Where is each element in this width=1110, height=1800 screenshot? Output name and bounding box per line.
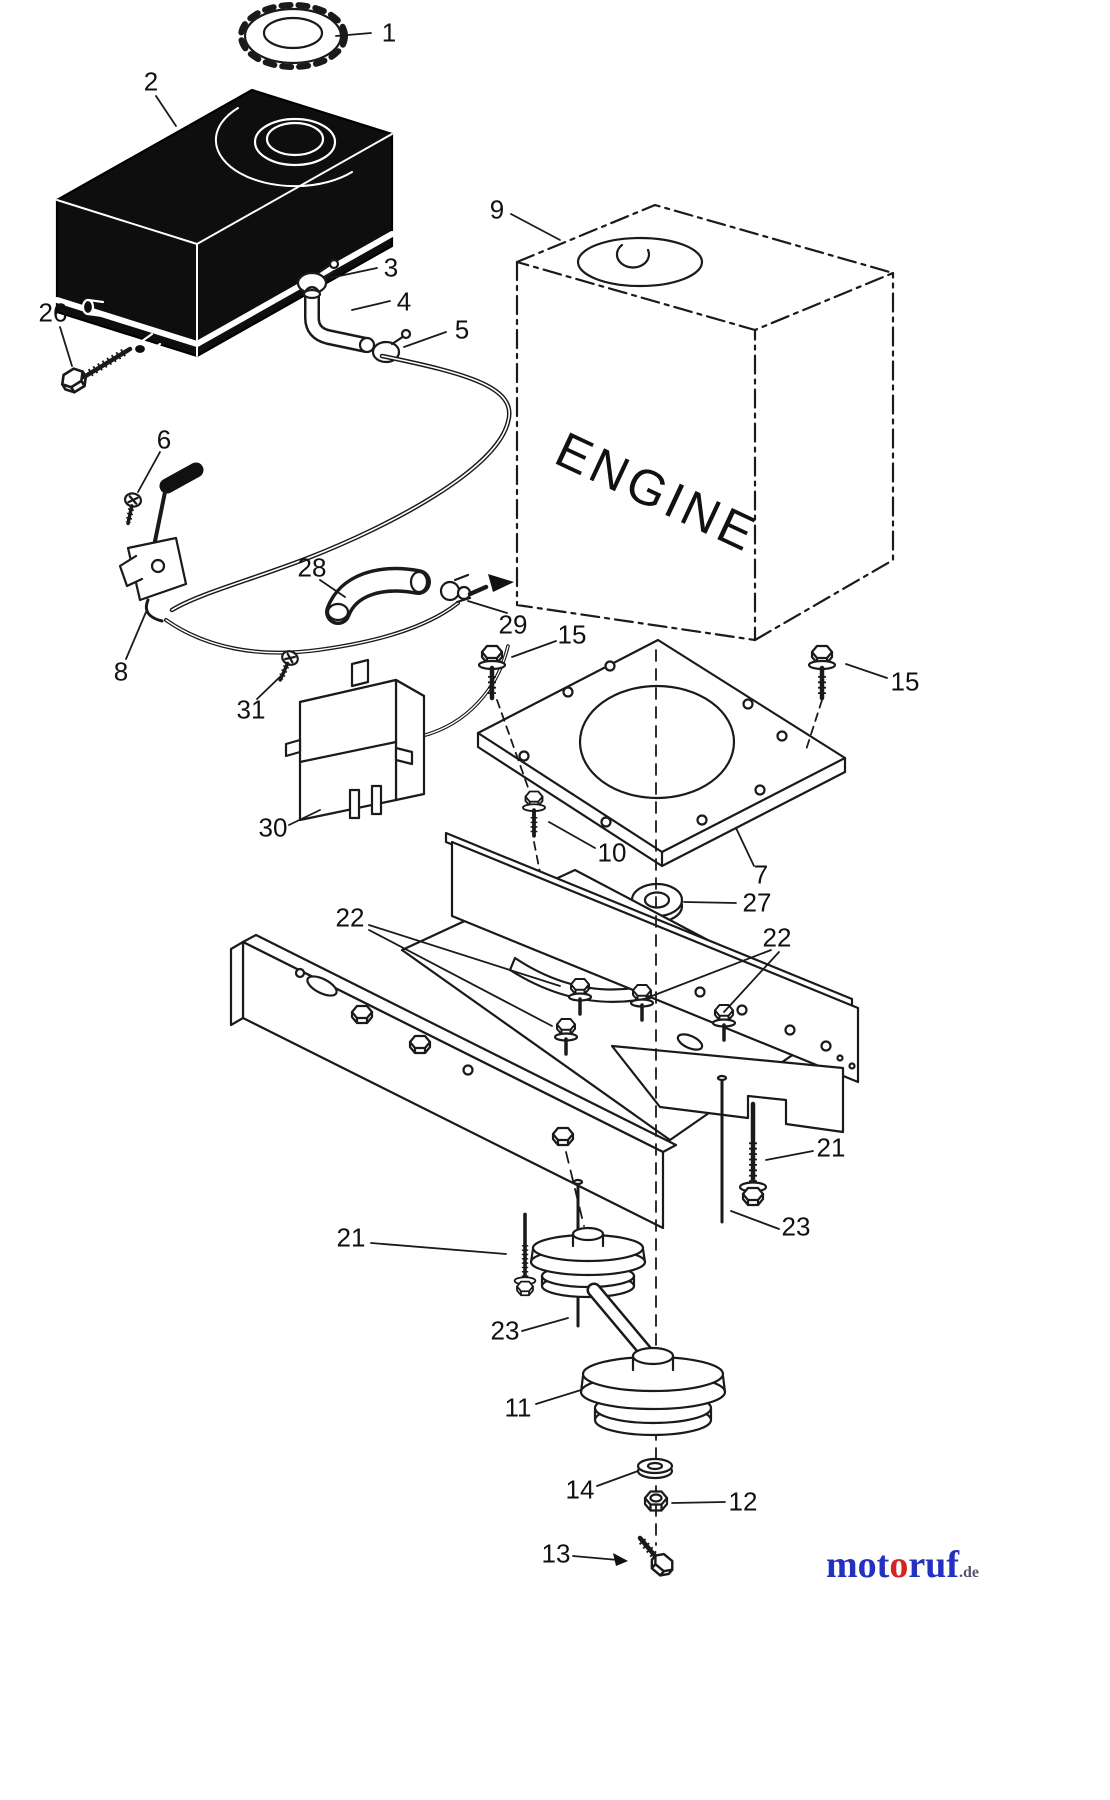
watermark-text: .de [958, 1564, 979, 1581]
part-number-callout: 4 [396, 286, 412, 317]
leader-arrow-icon [613, 1553, 628, 1566]
control-bracket [273, 649, 426, 822]
fuel-hose-assembly [296, 258, 412, 364]
part-number-callout: 29 [498, 609, 528, 640]
engine-top-small-circle [615, 243, 651, 269]
part-number-callout: 1 [381, 17, 397, 48]
part-number-callout: 28 [297, 552, 327, 583]
fuel-tank [54, 88, 395, 358]
pulley-assembly [529, 1226, 727, 1437]
frame [229, 831, 860, 1230]
part-number-callout: 2 [143, 66, 159, 97]
engine-top-circle [576, 236, 704, 288]
part-number-callout: 21 [336, 1222, 366, 1253]
part-number-callout: 27 [742, 887, 772, 918]
throttle-control [120, 462, 204, 623]
watermark-text: mot [826, 1544, 890, 1586]
part-number-callout: 9 [489, 194, 505, 225]
part-number-callout: 22 [335, 902, 365, 933]
part-number-callout: 11 [504, 1392, 532, 1423]
spindle-hardware [636, 1457, 678, 1581]
part-number-callout: 12 [728, 1486, 758, 1517]
engine-outline [515, 203, 895, 642]
tank-mount-bolt [57, 346, 133, 397]
part-number-callout: 15 [890, 666, 920, 697]
fuel-cap-icon [238, 2, 348, 70]
part-number-callout: 26 [38, 297, 68, 328]
part-number-callout: 7 [753, 859, 769, 890]
watermark-text: o [889, 1544, 909, 1586]
hose-fitting [439, 573, 514, 604]
part-number-callout: 13 [541, 1538, 571, 1569]
part-number-callout: 23 [490, 1315, 520, 1346]
part-number-callout: 23 [781, 1211, 811, 1242]
part-number-callout: 22 [762, 922, 792, 953]
part-number-callout: 5 [454, 314, 470, 345]
part-number-callout: 10 [597, 837, 627, 868]
part-number-callout: 31 [236, 694, 266, 725]
engine-label: ENGINE [547, 421, 766, 563]
part-number-callout: 21 [816, 1132, 846, 1163]
pointer-arrow-icon [488, 574, 514, 592]
part-number-callout: 8 [113, 656, 129, 687]
part-number-callout: 15 [557, 619, 587, 650]
leader-lines [59, 32, 888, 1566]
part-number-callout: 6 [156, 424, 172, 455]
watermark-logo: motoruf.de [826, 1545, 979, 1593]
part-number-callout: 14 [565, 1474, 595, 1505]
part-number-callout: 3 [383, 252, 399, 283]
engine-mounting-plate [476, 638, 847, 868]
breather-hose [325, 566, 431, 625]
fuel-line [164, 353, 512, 738]
part-number-callout: 30 [258, 812, 288, 843]
watermark-text: ruf [908, 1544, 959, 1586]
